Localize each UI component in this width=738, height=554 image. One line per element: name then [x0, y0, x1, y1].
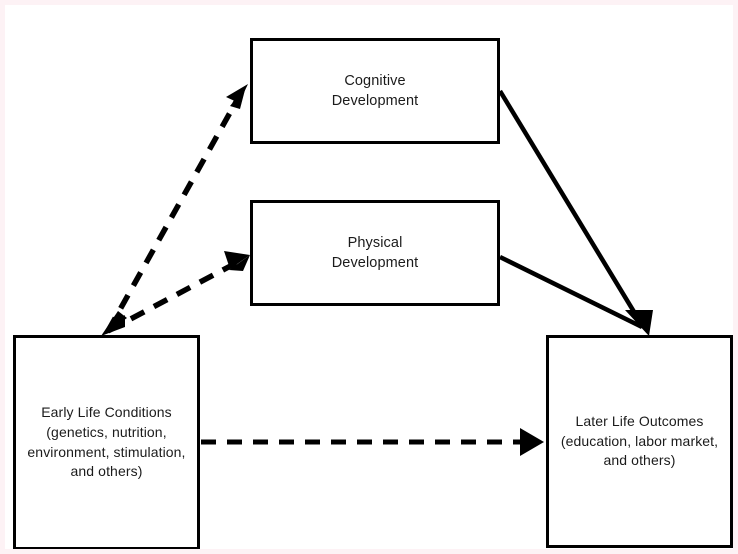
- node-early-life-conditions[interactable]: Early Life Conditions (genetics, nutriti…: [13, 335, 200, 549]
- edge-cognitive-to-later-life: [498, 89, 644, 327]
- node-cognitive-development[interactable]: Cognitive Development: [250, 38, 500, 144]
- arrowhead-into-early-life: [101, 311, 127, 336]
- node-physical-development[interactable]: Physical Development: [250, 200, 500, 306]
- node-cognitive-development-label: Cognitive Development: [331, 73, 419, 109]
- node-physical-development-label: Physical Development: [331, 235, 419, 271]
- edge-early-life-to-cognitive: [105, 84, 248, 333]
- node-later-life-outcomes-label: Later Life Outcomes (education, labor ma…: [560, 412, 719, 469]
- node-later-life-outcomes[interactable]: Later Life Outcomes (education, labor ma…: [546, 335, 733, 548]
- arrowhead-into-later-life-top: [625, 310, 653, 336]
- diagram-connectors-layer: [101, 84, 653, 456]
- node-early-life-conditions-label: Early Life Conditions (genetics, nutriti…: [27, 403, 186, 480]
- edge-early-life-to-later-life: [201, 428, 544, 456]
- edge-physical-to-later-life: [499, 254, 643, 330]
- edge-early-life-to-physical: [106, 251, 250, 334]
